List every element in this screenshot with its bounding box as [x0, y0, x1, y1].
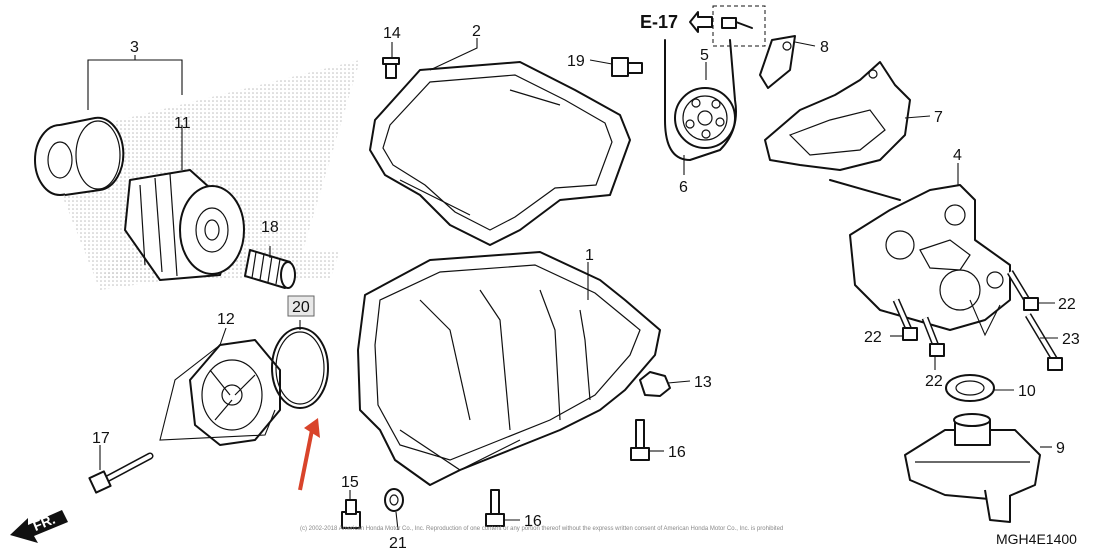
bolt-17: [88, 452, 154, 494]
label-22b: 22: [864, 329, 882, 346]
chain-guide-8: [759, 35, 796, 89]
oil-seal-10: [945, 374, 995, 402]
copyright-text: (c) 2002-2018 American Honda Motor Co., …: [300, 526, 783, 532]
label-13: 13: [694, 374, 712, 391]
label-7: 7: [934, 109, 943, 126]
bolt-16-a: [630, 419, 650, 461]
label-2: 2: [472, 23, 481, 40]
oil-filter: [124, 169, 245, 281]
label-14: 14: [383, 25, 401, 42]
label-8: 8: [820, 39, 829, 56]
bolt-16-b: [485, 489, 505, 527]
bolt-19: [611, 57, 643, 77]
oil-pump: [829, 179, 1011, 331]
diagram-code: MGH4E1400: [996, 531, 1077, 547]
oil-pump-gasket: [764, 61, 911, 171]
oil-filter-boss: [34, 116, 125, 196]
label-4: 4: [953, 147, 962, 164]
label-10: 10: [1018, 383, 1036, 400]
sealing-washer-21: [384, 488, 404, 512]
label-11: 11: [174, 115, 191, 132]
label-20: 20: [292, 299, 310, 316]
label-18: 18: [261, 219, 279, 236]
part-labels: 3 11 14 2 1 5 6 19 8 7 4 18 12 20 17 15 …: [92, 23, 1080, 552]
oil-pan-gasket: [369, 61, 631, 246]
label-22a: 22: [1058, 296, 1076, 313]
label-12: 12: [217, 311, 235, 328]
front-arrow: [10, 510, 68, 543]
bolt-22-c: [921, 316, 945, 357]
e17-reference-box: [712, 5, 766, 47]
label-23: 23: [1062, 331, 1080, 348]
e17-arrow: [689, 11, 713, 33]
oil-strainer: [904, 413, 1041, 523]
label-1: 1: [585, 247, 594, 264]
label-17: 17: [92, 430, 110, 447]
oil-pump-chain: [664, 39, 737, 161]
label-15: 15: [341, 474, 359, 491]
label-6: 6: [679, 179, 688, 196]
bracket-13: [639, 371, 671, 397]
bolt-23: [1024, 313, 1063, 371]
label-16b: 16: [524, 513, 542, 530]
label-9: 9: [1056, 440, 1065, 457]
bolt-22-b: [892, 298, 918, 341]
bolt-14: [382, 57, 400, 79]
label-5: 5: [700, 47, 709, 64]
bolt-22-a: [1007, 270, 1039, 311]
front-label: FR.: [31, 511, 58, 534]
drain-bolt-15: [341, 499, 361, 529]
label-22c: 22: [925, 373, 943, 390]
direction-arrow: [298, 418, 320, 491]
label-21: 21: [389, 535, 407, 552]
label-19: 19: [567, 53, 585, 70]
oil-pan: [357, 251, 661, 486]
filter-nipple: [244, 249, 296, 289]
leader-lines: [87, 38, 1058, 531]
o-ring-20: [271, 327, 329, 409]
label-3: 3: [130, 39, 139, 56]
highlight-box-20: [287, 295, 315, 317]
label-16a: 16: [668, 444, 686, 461]
oil-pump-sprocket: [674, 87, 736, 149]
cross-reference-label: E-17: [640, 12, 678, 32]
oil-cooler-cover: [189, 339, 281, 446]
